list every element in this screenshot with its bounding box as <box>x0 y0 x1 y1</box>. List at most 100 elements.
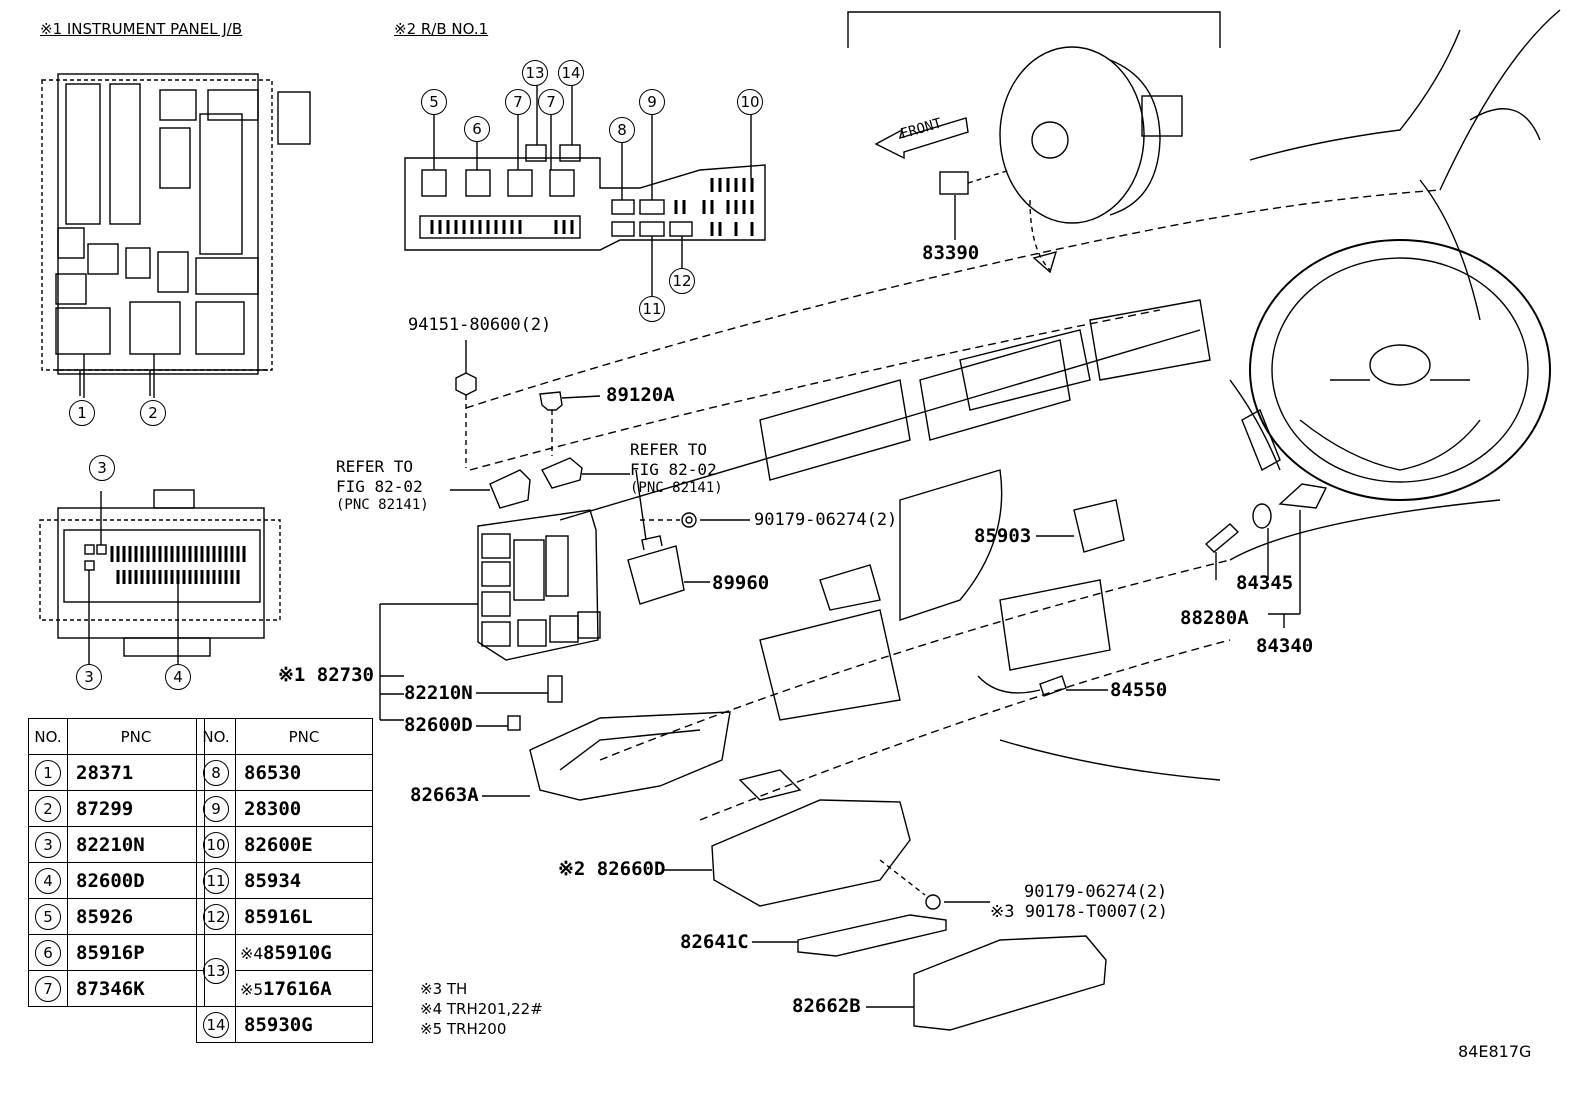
row-pnc[interactable]: 28371 <box>67 754 205 791</box>
callout-1[interactable]: 1 <box>69 400 95 426</box>
row-pnc[interactable]: 85916L <box>235 898 373 935</box>
note-4: ※4 TRH201,22# <box>420 1000 543 1018</box>
table-header-no: NO. <box>196 718 236 755</box>
callout-7a[interactable]: 7 <box>505 89 531 115</box>
row-pnc: ※485910G <box>235 934 373 971</box>
row-number: 10 <box>203 831 229 858</box>
callout-3-top[interactable]: 3 <box>89 455 115 481</box>
refer-to-label-right: REFER TO <box>630 440 708 459</box>
part-label-88280a[interactable]: 88280A <box>1180 607 1249 629</box>
table-row: 13 ※485910G <box>196 934 373 1007</box>
row-number: 14 <box>203 1011 229 1038</box>
row-pnc: ※517616A <box>235 970 373 1007</box>
part-label-82660d[interactable]: ※2 82660D <box>558 858 666 880</box>
row-pnc[interactable]: 87299 <box>67 790 205 827</box>
row-pnc[interactable]: 82600E <box>235 826 373 863</box>
part-label-83390[interactable]: 83390 <box>922 242 980 264</box>
row-number: 7 <box>35 975 61 1002</box>
table-header-pnc: PNC <box>235 718 373 755</box>
row-pnc[interactable]: 85916P <box>67 934 205 971</box>
pnc-ref-left: (PNC 82141) <box>336 497 429 513</box>
part-label-89120a[interactable]: 89120A <box>606 384 675 406</box>
table-header-no: NO. <box>28 718 68 755</box>
callout-9[interactable]: 9 <box>639 89 665 115</box>
instrument-panel-jb-drawing <box>41 73 311 398</box>
part-label-82641c[interactable]: 82641C <box>680 931 749 953</box>
callout-14[interactable]: 14 <box>558 60 584 86</box>
refer-to-label-left: REFER TO <box>336 457 414 476</box>
note-mark: ※4 <box>240 943 264 963</box>
row-pnc[interactable]: 86530 <box>235 754 373 791</box>
row-pnc[interactable]: 85926 <box>67 898 205 935</box>
figure-code: 84E817G <box>1458 1042 1532 1061</box>
part-label-90178-t0007[interactable]: ※3 90178-T0007(2) <box>990 902 1169 922</box>
instrument-panel-jb-header: ※1 INSTRUMENT PANEL J/B <box>40 20 243 38</box>
part-label-94151-80600[interactable]: 94151-80600(2) <box>408 315 552 335</box>
part-label-85903[interactable]: 85903 <box>974 525 1032 547</box>
row-pnc[interactable]: 85930G <box>235 1006 373 1043</box>
part-label-82663a[interactable]: 82663A <box>410 784 479 806</box>
part-label-82210n[interactable]: 82210N <box>404 682 473 704</box>
parts-drawing <box>379 340 1328 1031</box>
fig-ref-right[interactable]: FIG 82-02 <box>630 460 717 479</box>
part-label-90179-06274-lower[interactable]: 90179-06274(2) <box>1024 882 1168 902</box>
row-number: 8 <box>203 759 229 786</box>
dashboard-drawing <box>465 9 1561 821</box>
callout-4[interactable]: 4 <box>165 664 191 690</box>
part-label-90179-06274-upper[interactable]: 90179-06274(2) <box>754 510 898 530</box>
row-number: 3 <box>35 831 61 858</box>
callout-10[interactable]: 10 <box>737 89 763 115</box>
row-pnc[interactable]: 82210N <box>67 826 205 863</box>
part-label-82730[interactable]: ※1 82730 <box>278 664 374 686</box>
part-label-82662b[interactable]: 82662B <box>792 995 861 1017</box>
row-pnc[interactable]: 87346K <box>67 970 205 1007</box>
part-label-84550[interactable]: 84550 <box>1110 679 1168 701</box>
callout-7b[interactable]: 7 <box>538 89 564 115</box>
row-number: 2 <box>35 795 61 822</box>
row-pnc-value[interactable]: 85910G <box>263 941 332 964</box>
callout-5[interactable]: 5 <box>421 89 447 115</box>
part-label-82600d[interactable]: 82600D <box>404 714 473 736</box>
part-label-89960[interactable]: 89960 <box>712 572 770 594</box>
row-pnc[interactable]: 82600D <box>67 862 205 899</box>
fig-ref-left[interactable]: FIG 82-02 <box>336 477 423 496</box>
callout-11[interactable]: 11 <box>639 296 665 322</box>
row-pnc[interactable]: 28300 <box>235 790 373 827</box>
callout-13[interactable]: 13 <box>522 60 548 86</box>
row-number: 5 <box>35 903 61 930</box>
note-3: ※3 TH <box>420 980 468 998</box>
callout-8[interactable]: 8 <box>609 117 635 143</box>
callout-6[interactable]: 6 <box>464 116 490 142</box>
note-mark: ※5 <box>240 979 264 999</box>
part-label-84340[interactable]: 84340 <box>1256 635 1314 657</box>
part-label-84345[interactable]: 84345 <box>1236 572 1294 594</box>
jb-bottom-view-drawing <box>39 489 281 664</box>
row-number: 11 <box>203 867 229 894</box>
row-pnc-value[interactable]: 17616A <box>263 977 332 1000</box>
callout-3-bottom[interactable]: 3 <box>76 664 102 690</box>
row-pnc[interactable]: 85934 <box>235 862 373 899</box>
callout-12[interactable]: 12 <box>669 268 695 294</box>
brake-booster-drawing <box>847 11 1221 274</box>
relay-block-drawing <box>404 84 766 296</box>
callout-2[interactable]: 2 <box>140 400 166 426</box>
pnc-ref-right: (PNC 82141) <box>630 480 723 496</box>
row-number: 13 <box>203 957 229 984</box>
row-number: 1 <box>35 759 61 786</box>
